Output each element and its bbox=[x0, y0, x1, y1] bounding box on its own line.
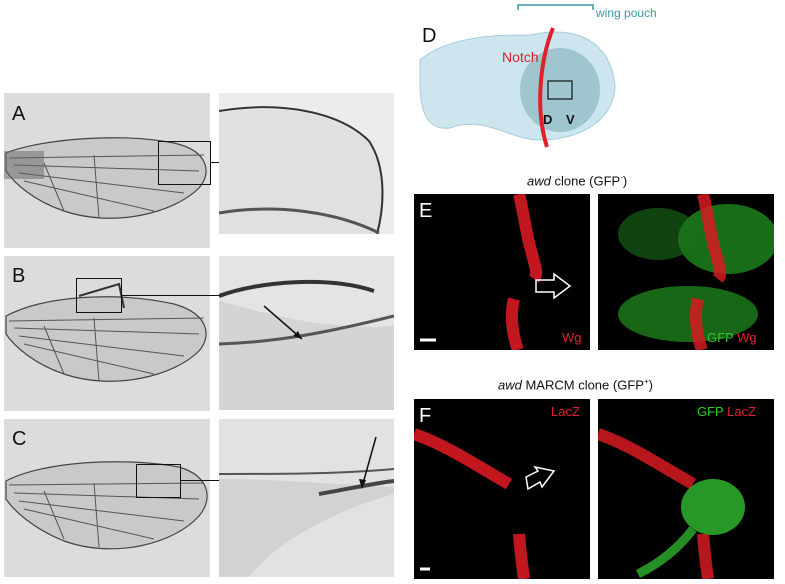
panel-f-merge-image bbox=[598, 399, 774, 579]
wing-pouch-label: wing pouch bbox=[596, 6, 657, 20]
panel-a-zoom-image bbox=[219, 93, 394, 234]
panel-f-letter: F bbox=[419, 405, 432, 427]
panel-b-wing-image bbox=[4, 256, 210, 411]
panel-e-caption: awd clone (GFP-) bbox=[527, 173, 628, 189]
panel-b-zoom-image bbox=[219, 256, 394, 410]
panel-b-letter: B bbox=[12, 265, 26, 287]
panel-e-letter: E bbox=[419, 200, 433, 222]
notch-label: Notch bbox=[502, 49, 539, 65]
panel-d-letter: D bbox=[422, 25, 437, 47]
panel-e-gfp-label: GFP bbox=[707, 330, 734, 345]
panel-c-letter: C bbox=[12, 428, 27, 450]
panel-e-wg-image bbox=[414, 194, 590, 350]
panel-f-caption: awd MARCM clone (GFP+) bbox=[498, 377, 653, 393]
panel-f-left-stain-label: LacZ bbox=[551, 404, 580, 419]
ventral-label: V bbox=[566, 112, 575, 127]
panel-e-right-stain-label: GFP Wg bbox=[707, 330, 757, 345]
panel-a-letter: A bbox=[12, 103, 26, 125]
panel-a-wing-image bbox=[4, 93, 210, 248]
wing-disc-diagram bbox=[419, 4, 616, 148]
panel-e-wg-label: Wg bbox=[737, 330, 757, 345]
panel-e-left-stain-label: Wg bbox=[562, 330, 582, 345]
panel-c-zoom-image bbox=[219, 419, 394, 577]
panel-c-connector bbox=[180, 480, 219, 481]
panel-a-inset-box bbox=[158, 141, 211, 185]
dorsal-label: D bbox=[543, 112, 553, 127]
panel-e-merge-image bbox=[598, 194, 774, 350]
panel-f-lacz-label: LacZ bbox=[727, 404, 757, 419]
panel-f-right-stain-label: GFP LacZ bbox=[697, 404, 756, 419]
panel-b-inset-box bbox=[76, 278, 122, 313]
panel-a-connector bbox=[210, 162, 220, 163]
panel-f-gfp-label: GFP bbox=[697, 404, 724, 419]
panel-c-wing-image bbox=[4, 419, 210, 577]
panel-b-connector bbox=[121, 295, 219, 296]
panel-c-inset-box bbox=[136, 464, 181, 498]
panel-f-lacz-image bbox=[414, 399, 590, 579]
